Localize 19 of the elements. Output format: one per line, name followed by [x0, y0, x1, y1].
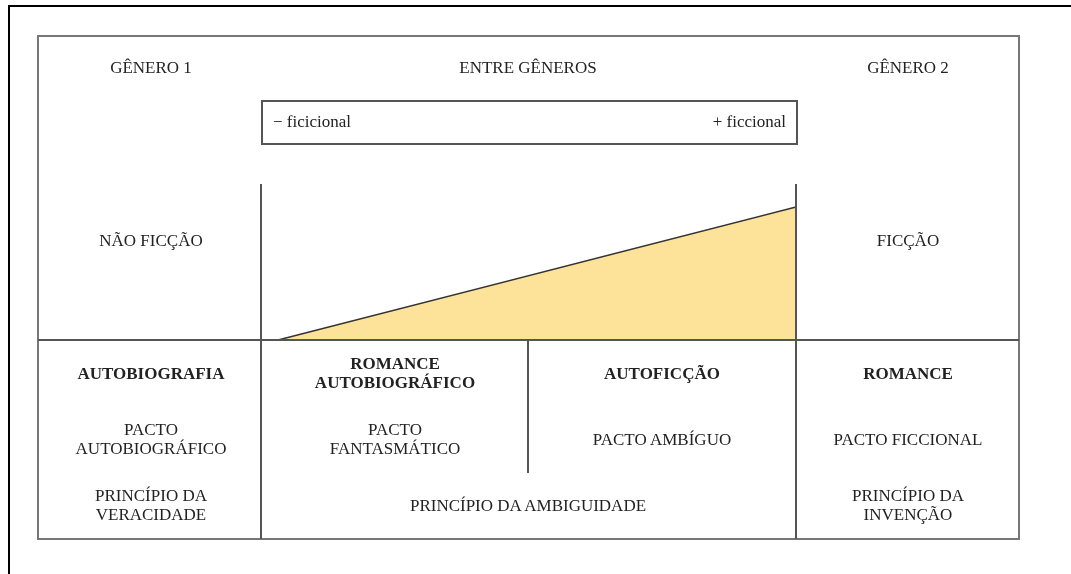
fictionality-scale-box	[261, 100, 798, 145]
row-heading: FICÇÃO	[875, 230, 941, 250]
row-heading: NÃO FICÇÃO	[98, 230, 204, 250]
scale-end-label: − ficicional	[273, 112, 352, 132]
pact-label: PACTO AUTOBIOGRÁFICO	[74, 420, 228, 458]
column-heading: GÊNERO 1	[109, 57, 193, 77]
column-heading: ENTRE GÊNEROS	[458, 57, 598, 77]
principle-label: PRINCÍPIO DA VERACIDADE	[94, 486, 208, 524]
genre-name: ROMANCE AUTOBIOGRÁFICO	[313, 354, 477, 392]
principle-label: PRINCÍPIO DA INVENÇÃO	[851, 486, 965, 524]
genre-name: ROMANCE	[862, 363, 954, 383]
column-heading: GÊNERO 2	[866, 57, 950, 77]
pact-label: PACTO FICCIONAL	[832, 429, 984, 449]
pact-label: PACTO AMBÍGUO	[591, 429, 733, 449]
scale-end-label: + ficcional	[712, 112, 786, 132]
genre-name: AUTOFICÇÃO	[603, 363, 721, 383]
principle-label: PRINCÍPIO DA AMBIGUIDADE	[408, 495, 648, 515]
genre-name: AUTOBIOGRAFIA	[76, 363, 226, 383]
pact-label: PACTO FANTASMÁTICO	[328, 420, 462, 458]
